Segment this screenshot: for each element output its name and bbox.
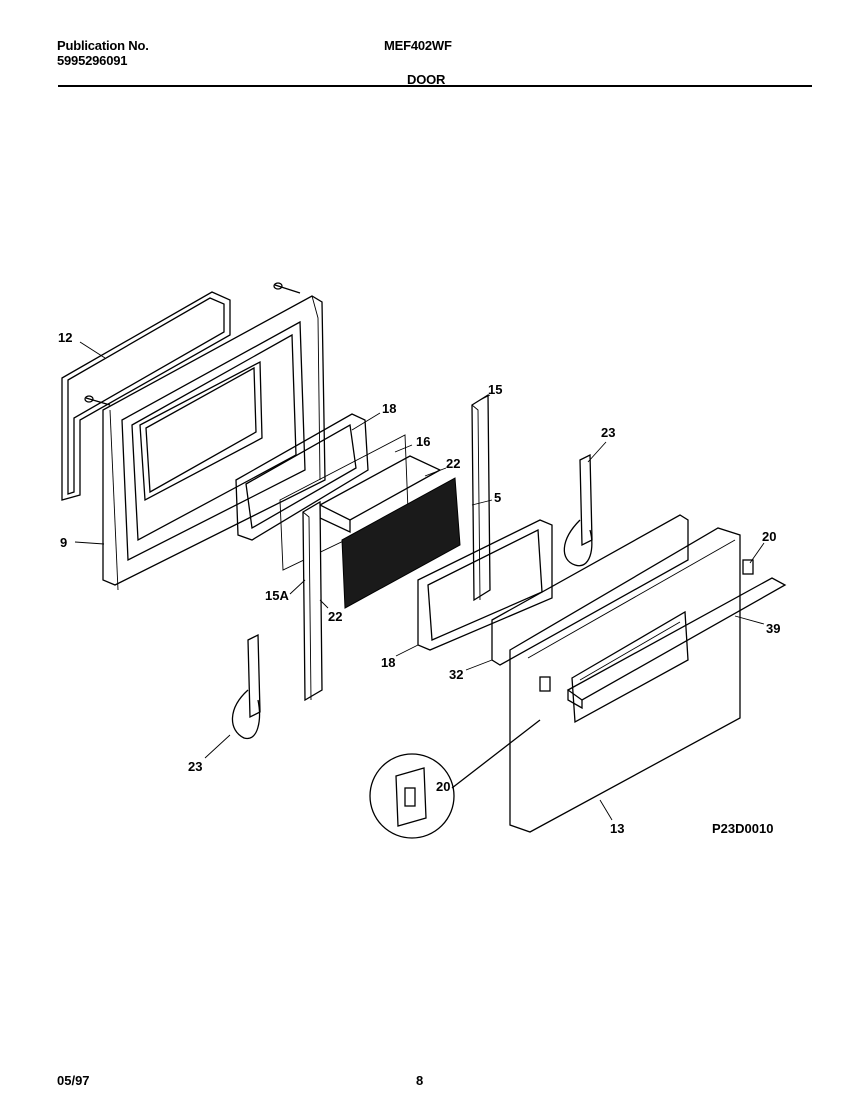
part-39-handle — [566, 577, 787, 710]
callout-15a: 15A — [265, 588, 289, 603]
part-screw-top — [273, 282, 301, 294]
callout-18-upper: 18 — [382, 401, 396, 416]
callout-23-left: 23 — [188, 759, 202, 774]
callout-23-right: 23 — [601, 425, 615, 440]
footer-date: 05/97 — [57, 1073, 90, 1088]
part-18-window-frame-upper — [235, 413, 369, 541]
part-15a-hinge-channel — [302, 500, 323, 702]
callout-5: 5 — [494, 490, 501, 505]
callout-12: 12 — [58, 330, 72, 345]
part-20-handle-cap-right — [742, 559, 754, 575]
callout-22-upper: 22 — [446, 456, 460, 471]
part-9-inner-door — [102, 295, 326, 591]
callout-16: 16 — [416, 434, 430, 449]
diagram-code: P23D0010 — [712, 821, 773, 836]
part-screw-left — [84, 395, 111, 406]
publication-number: 5995296091 — [57, 53, 128, 68]
callout-18-lower: 18 — [381, 655, 395, 670]
part-20-handle-cap-left — [539, 676, 551, 692]
part-insulation-grill — [341, 477, 461, 609]
part-15-hinge-channel — [471, 393, 491, 602]
callout-9: 9 — [60, 535, 67, 550]
part-23-hinge-right — [563, 453, 593, 567]
section-title: DOOR — [407, 72, 446, 87]
part-13-outer-door — [509, 527, 741, 833]
callout-leaders — [74, 341, 765, 821]
callout-15: 15 — [488, 382, 502, 397]
header-rule — [58, 85, 812, 87]
part-23-hinge-left — [231, 633, 261, 739]
callout-22-lower: 22 — [328, 609, 342, 624]
callout-13: 13 — [610, 821, 624, 836]
callout-39: 39 — [766, 621, 780, 636]
callout-20-detail: 20 — [436, 779, 450, 794]
part-20-detail-circle — [369, 719, 541, 839]
footer-page-number: 8 — [416, 1073, 424, 1088]
model-number: MEF402WF — [384, 38, 452, 53]
callout-32: 32 — [449, 667, 463, 682]
part-12-gasket — [61, 291, 231, 501]
publication-label: Publication No. — [57, 38, 149, 53]
callout-20-right: 20 — [762, 529, 776, 544]
